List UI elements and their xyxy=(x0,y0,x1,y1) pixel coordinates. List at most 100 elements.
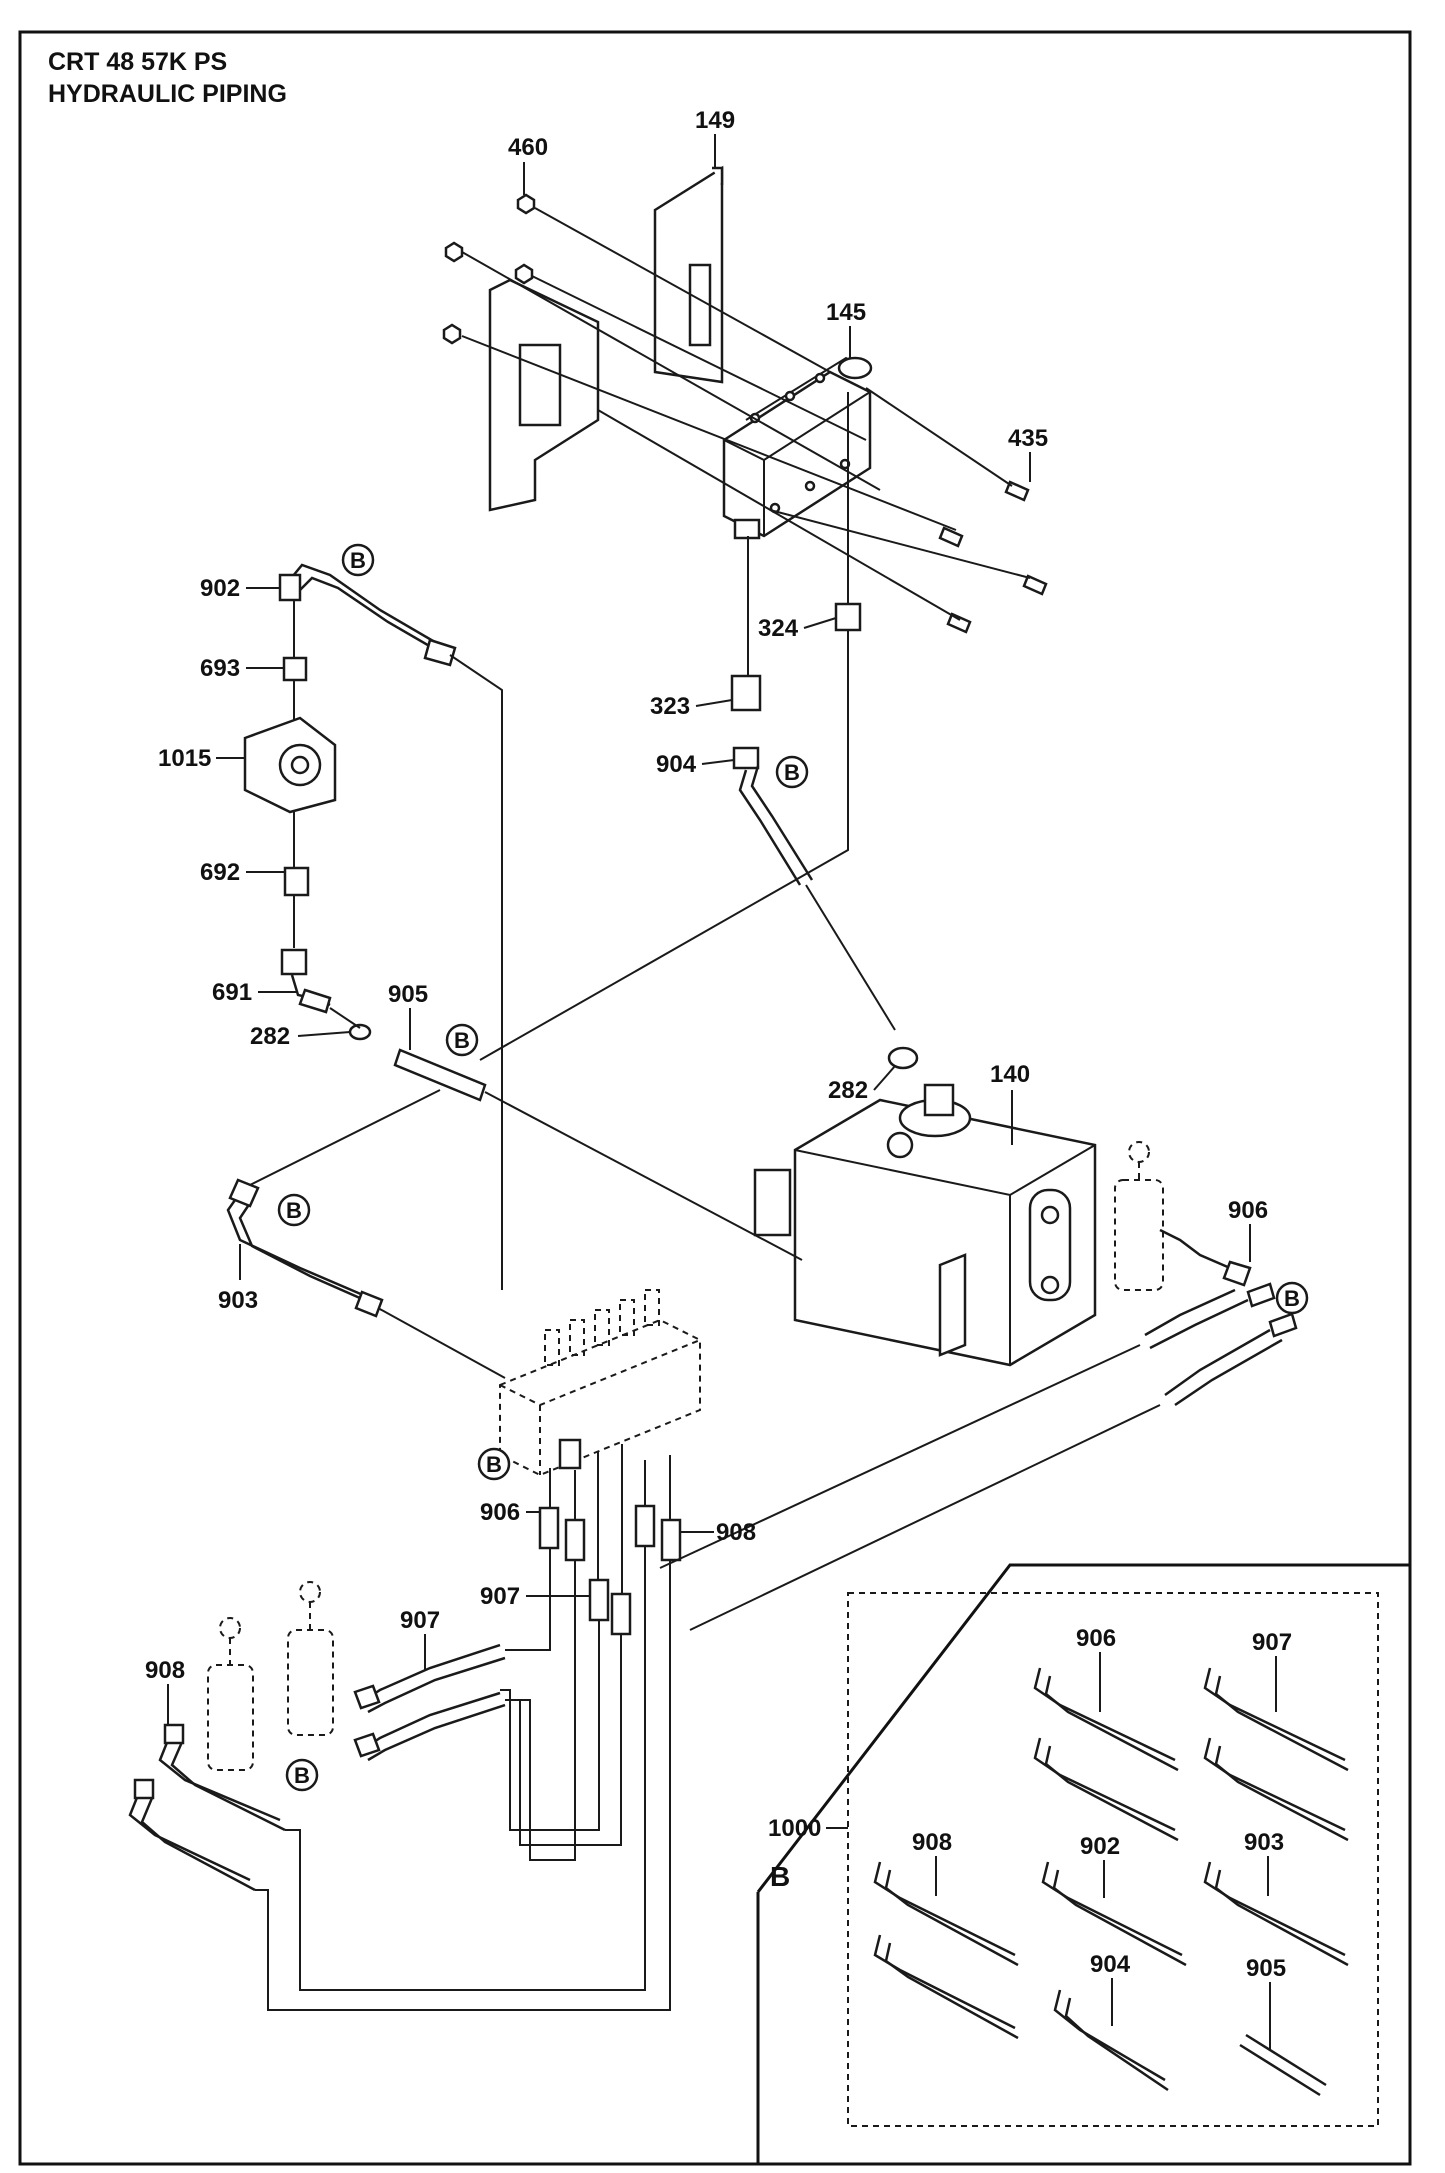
inset-label-907: 907 xyxy=(1252,1629,1292,1656)
label-692: 692 xyxy=(200,859,240,886)
inset-label-903: 903 xyxy=(1244,1829,1284,1856)
fitting-907-b xyxy=(610,1592,632,1636)
hydraulic-tank-140 xyxy=(753,1083,1097,1367)
pressure-line-group xyxy=(479,392,919,1070)
pump-group xyxy=(239,563,803,1290)
tank-mount-right xyxy=(938,1253,967,1357)
inset-label-906: 906 xyxy=(1076,1625,1116,1652)
bolt-435-c xyxy=(1022,574,1048,596)
fitting-693 xyxy=(282,656,308,682)
valve-port xyxy=(733,518,761,540)
fitting-906-b xyxy=(564,1518,586,1562)
hose-908-end xyxy=(1268,1312,1298,1338)
label-140: 140 xyxy=(990,1061,1030,1088)
label-904: 904 xyxy=(656,751,697,778)
label-693: 693 xyxy=(200,655,240,682)
label-323: 323 xyxy=(650,693,690,720)
valve-cap xyxy=(837,356,873,380)
svg-text:B: B xyxy=(294,1763,310,1788)
fitting-902 xyxy=(278,573,302,602)
hose-904 xyxy=(738,769,802,886)
svg-text:B: B xyxy=(286,1198,302,1223)
diagram-frame xyxy=(18,30,1412,2166)
fitting-324 xyxy=(834,602,862,632)
callout-labels: 149 460 145 435 902 693 1015 692 691 905… xyxy=(145,107,1268,1725)
bolt-435-b xyxy=(938,526,964,548)
fitting-907-a xyxy=(588,1578,610,1622)
label-906-valve: 906 xyxy=(480,1499,520,1526)
label-905: 905 xyxy=(388,981,428,1008)
label-907: 907 xyxy=(400,1607,440,1634)
b-marker: B xyxy=(277,1193,311,1227)
label-908-valve: 908 xyxy=(716,1519,756,1546)
label-145: 145 xyxy=(826,299,866,326)
label-435: 435 xyxy=(1008,425,1048,452)
tank-mount-left xyxy=(753,1168,792,1237)
fitting-908-a xyxy=(634,1504,656,1548)
pipe-runs xyxy=(255,1546,671,2011)
svg-text:B: B xyxy=(350,548,366,573)
nut-460-top xyxy=(516,193,536,215)
label-903: 903 xyxy=(218,1287,258,1314)
valve-fittings xyxy=(538,1444,682,1636)
label-902: 902 xyxy=(200,575,240,602)
seal-282-right xyxy=(887,1046,919,1070)
hose-902 xyxy=(287,563,441,647)
b-marker: B xyxy=(477,1447,511,1481)
hose-903 xyxy=(226,1192,371,1300)
svg-text:B: B xyxy=(454,1028,470,1053)
title-section: HYDRAULIC PIPING xyxy=(48,80,287,108)
inset-kit-box xyxy=(847,1592,1379,2127)
svg-text:B: B xyxy=(784,760,800,785)
mounting-bracket-group xyxy=(442,165,1048,634)
fitting-691 xyxy=(280,948,308,976)
hose-903-group xyxy=(226,1178,506,1379)
inset-label-902: 902 xyxy=(1080,1833,1120,1860)
label-1015: 1015 xyxy=(158,745,211,772)
fitting-904 xyxy=(732,746,760,770)
fitting-908-b xyxy=(660,1518,682,1562)
b-marker: B xyxy=(341,543,375,577)
label-906-right: 906 xyxy=(1228,1197,1268,1224)
b-markers: B B B B B B B xyxy=(277,543,1309,1792)
fitting-323 xyxy=(730,674,762,712)
nut-460-b xyxy=(514,263,534,285)
label-691: 691 xyxy=(212,979,252,1006)
b-marker: B xyxy=(445,1023,479,1057)
nut-460-a xyxy=(444,241,464,263)
inset-label-904: 904 xyxy=(1090,1951,1131,1978)
fitting-692 xyxy=(283,866,310,897)
svg-text:B: B xyxy=(486,1452,502,1477)
b-marker: B xyxy=(1275,1281,1309,1315)
b-marker: B xyxy=(775,755,809,789)
inset-letter: B xyxy=(770,1861,790,1892)
label-460: 460 xyxy=(508,134,548,161)
label-282-right: 282 xyxy=(828,1077,868,1104)
label-282-left: 282 xyxy=(250,1023,290,1050)
label-324: 324 xyxy=(758,615,799,642)
hose-905 xyxy=(393,1048,487,1102)
control-valve-bank xyxy=(499,1289,701,1477)
label-149: 149 xyxy=(695,107,735,134)
inset-b: B 1000 906 907 908 902 903 904 905 xyxy=(756,1563,1410,2164)
label-907-valve: 907 xyxy=(480,1583,520,1610)
hose-906-end xyxy=(1246,1282,1276,1308)
label-1000: 1000 xyxy=(768,1815,821,1842)
svg-text:B: B xyxy=(1284,1286,1300,1311)
left-bracket-slot xyxy=(518,343,562,427)
sight-gauge xyxy=(1028,1188,1072,1302)
bolt-435-d xyxy=(946,612,972,634)
bracket-149 xyxy=(653,165,724,384)
label-908: 908 xyxy=(145,1657,185,1684)
bracket-149-slot xyxy=(688,263,712,347)
inset-label-908: 908 xyxy=(912,1829,952,1856)
nut-460-c xyxy=(442,323,462,345)
inset-frame xyxy=(756,1563,1410,2164)
cylinders-left xyxy=(128,1581,506,1892)
title-model: CRT 48 57K PS xyxy=(48,48,227,76)
cylinder-right xyxy=(659,1141,1298,1631)
inset-hoses xyxy=(873,1667,1349,2097)
inset-label-905: 905 xyxy=(1246,1955,1286,1982)
b-marker: B xyxy=(285,1758,319,1792)
